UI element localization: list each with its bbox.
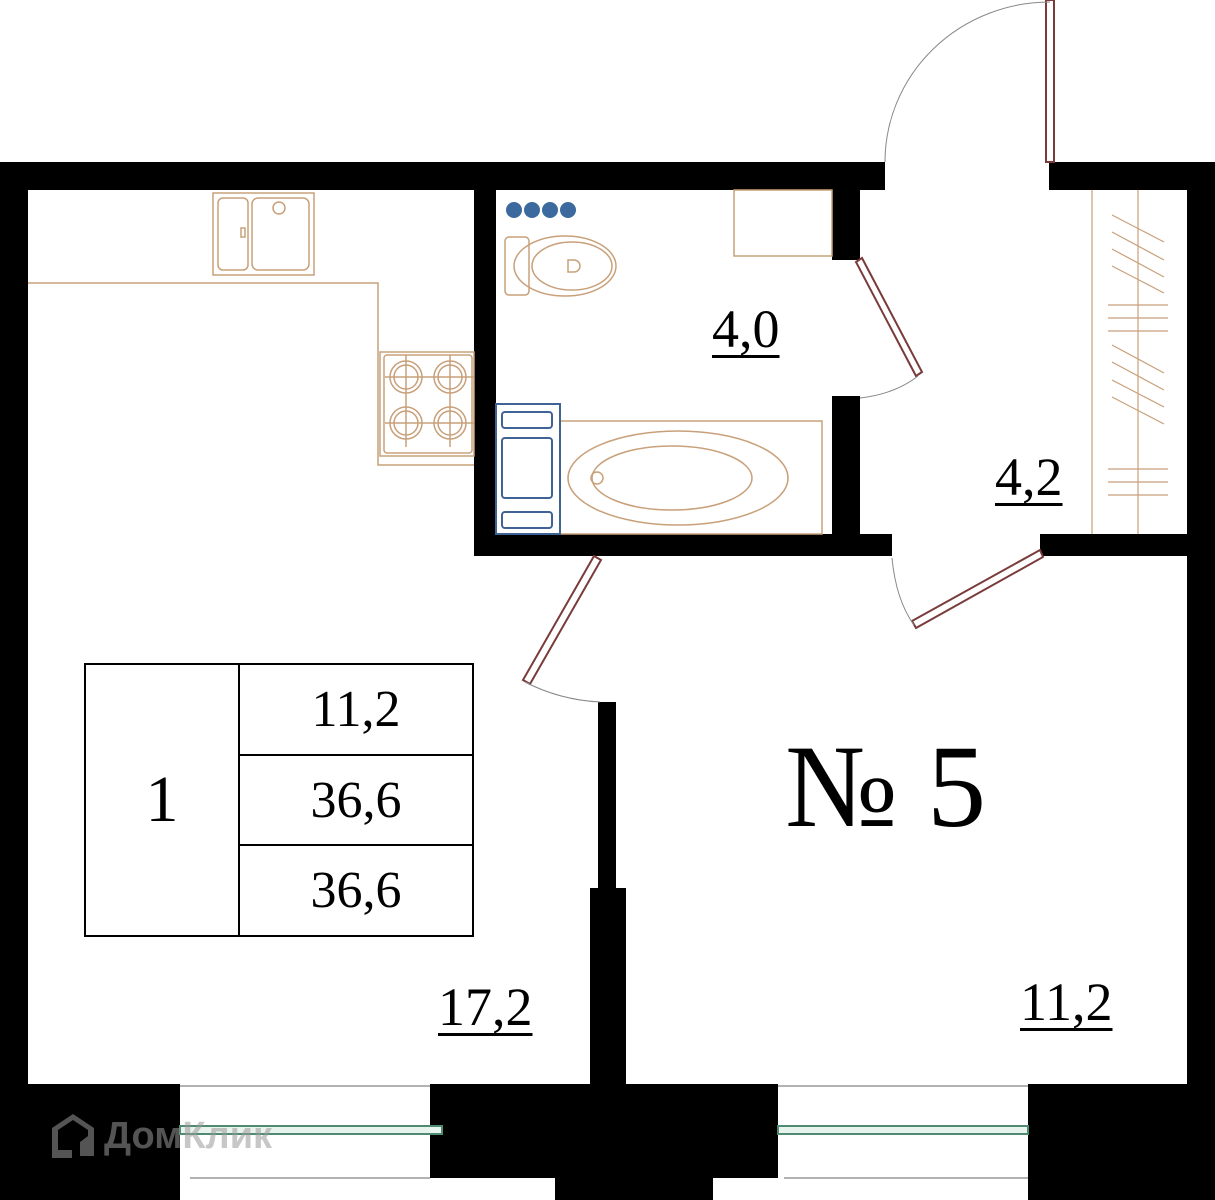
door-swings bbox=[524, 1, 1051, 703]
washing-machine-icon bbox=[495, 403, 561, 535]
watermark-text: ДомКлик bbox=[104, 1114, 273, 1157]
total-area-with-balcony-value: 36,6 bbox=[310, 862, 402, 920]
bathroom-fixtures bbox=[495, 189, 833, 535]
room-area-label: 11,2 bbox=[1020, 972, 1113, 1032]
wardrobe bbox=[1091, 190, 1168, 534]
apartment-number: № 5 bbox=[785, 721, 987, 852]
area-legend: 1 11,2 36,6 36,6 bbox=[84, 663, 474, 937]
total-area-value: 36,6 bbox=[240, 756, 472, 847]
hallway-area-label: 4,2 bbox=[995, 447, 1063, 507]
riser-dots-icon bbox=[506, 202, 576, 218]
room-count: 1 bbox=[86, 665, 240, 935]
windows bbox=[179, 1125, 1029, 1135]
kitchen-fixtures bbox=[28, 192, 475, 466]
bathroom-area-label: 4,0 bbox=[712, 299, 780, 359]
watermark: ДомКлик bbox=[50, 1112, 272, 1160]
living-area-value: 11,2 bbox=[240, 665, 472, 756]
kitchen-area-label: 17,2 bbox=[438, 977, 533, 1037]
doors bbox=[521, 0, 1055, 686]
domclick-logo-icon bbox=[52, 1114, 94, 1158]
